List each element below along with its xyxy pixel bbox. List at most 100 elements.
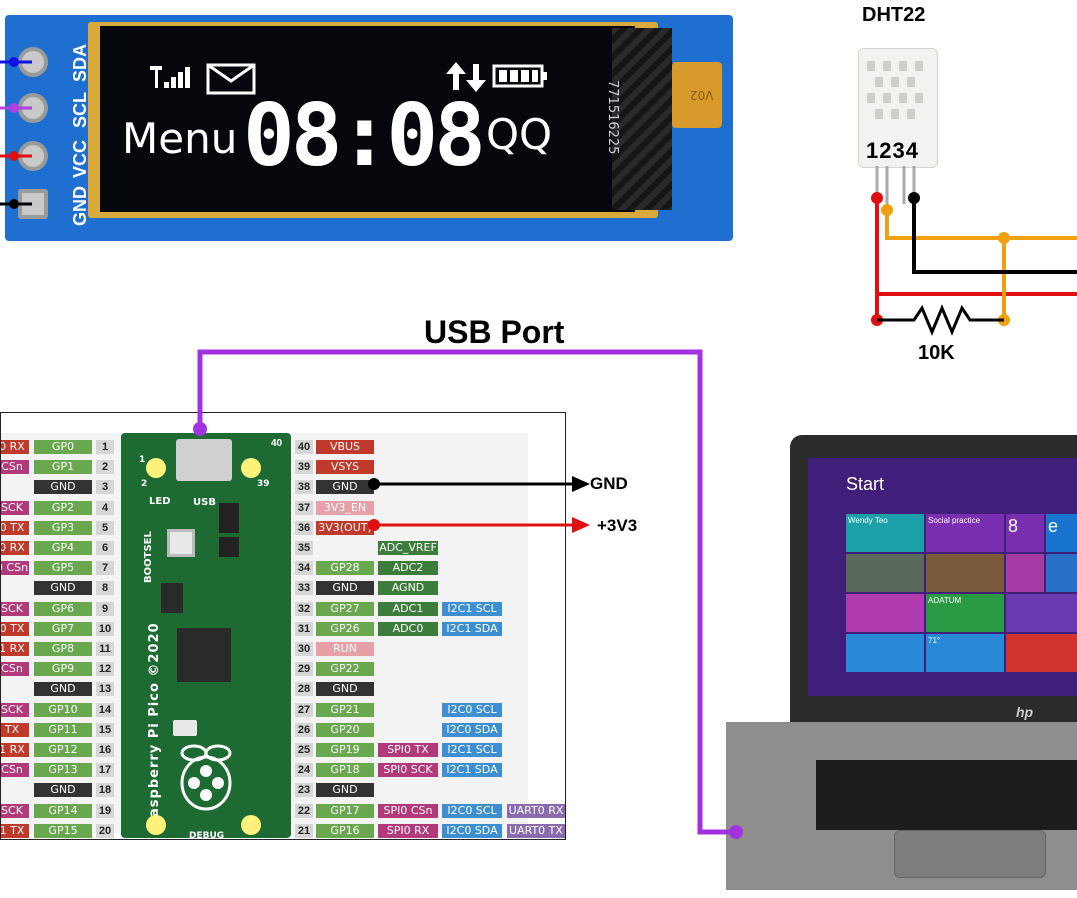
pin-alt-label: AGND bbox=[378, 581, 438, 595]
pin-number: 16 bbox=[96, 743, 114, 757]
pin-gpio-label: GND bbox=[316, 581, 374, 595]
pico-mount-hole bbox=[241, 458, 261, 478]
oled-clock: 08:08 bbox=[243, 86, 486, 186]
pin-function-label: 0 TX bbox=[1, 521, 29, 535]
dht-gnd-wire bbox=[912, 198, 1077, 274]
pin-number: 9 bbox=[96, 602, 114, 616]
usb-cable-end bbox=[729, 825, 743, 839]
pin-function-label: 1 RX bbox=[1, 743, 29, 757]
pin-gpio-label: GP16 bbox=[316, 824, 374, 838]
start-tile[interactable] bbox=[926, 554, 1004, 592]
pin-i2c-label: I2C1 SDA bbox=[442, 763, 502, 777]
start-tile[interactable] bbox=[846, 594, 924, 632]
start-tile[interactable]: 8 bbox=[1006, 514, 1044, 552]
pin-gpio-label: GP8 bbox=[34, 642, 92, 656]
pin-number: 14 bbox=[96, 703, 114, 717]
pin-alt-label: SPI0 SCK bbox=[378, 763, 438, 777]
pin-gpio-label: GP26 bbox=[316, 622, 374, 636]
pin-number: 20 bbox=[96, 824, 114, 838]
pin-function-label: 0 RX bbox=[1, 541, 29, 555]
start-tile[interactable]: 71° bbox=[926, 634, 1004, 672]
start-tile[interactable]: e bbox=[1046, 514, 1077, 552]
pin-i2c-label: I2C0 SCL bbox=[442, 703, 502, 717]
pin-alt-label: SPI0 TX bbox=[378, 743, 438, 757]
pin-function-label: CSn bbox=[1, 763, 29, 777]
hp-logo: hp bbox=[1016, 704, 1034, 720]
start-tile[interactable] bbox=[846, 554, 924, 592]
oled-ribbon-tab bbox=[672, 62, 722, 128]
pico-mount-hole bbox=[146, 458, 166, 478]
gnd-label: GND bbox=[590, 474, 628, 493]
pin-gpio-label: GP0 bbox=[34, 440, 92, 454]
pin-function-label: TX bbox=[1, 723, 29, 737]
pin-number: 11 bbox=[96, 642, 114, 656]
pin-gpio-label: GP15 bbox=[34, 824, 92, 838]
gnd-wire-dot bbox=[9, 199, 19, 209]
pico-corner-1: 1 bbox=[139, 455, 146, 465]
scl-wire-dot bbox=[9, 103, 19, 113]
pin-number: 1 bbox=[96, 440, 114, 454]
pin-function-label: SCK bbox=[1, 501, 29, 515]
sda-wire-dot bbox=[9, 57, 19, 67]
start-tile[interactable]: ADATUM bbox=[926, 594, 1004, 632]
pin-gpio-label: GP14 bbox=[34, 804, 92, 818]
battery-icon bbox=[492, 64, 547, 88]
start-tile[interactable] bbox=[1006, 634, 1077, 672]
pin-number: 18 bbox=[96, 783, 114, 797]
start-tile[interactable] bbox=[846, 634, 924, 672]
start-tile[interactable] bbox=[1006, 594, 1077, 632]
v33-label: +3V3 bbox=[597, 516, 638, 535]
pin-gpio-label: RUN bbox=[316, 642, 374, 656]
pico-usb-text: USB bbox=[193, 497, 216, 508]
pin-number: 40 bbox=[295, 440, 313, 454]
rp2040-chip bbox=[177, 628, 231, 682]
start-tile[interactable] bbox=[1006, 554, 1044, 592]
pin-function-label: SCK bbox=[1, 602, 29, 616]
start-tile[interactable]: Social practice bbox=[926, 514, 1004, 552]
start-tile[interactable]: Wendy Teo bbox=[846, 514, 924, 552]
pin-gpio-label: GP3 bbox=[34, 521, 92, 535]
pin-number: 26 bbox=[295, 723, 313, 737]
pin-i2c-label: I2C1 SCL bbox=[442, 602, 502, 616]
laptop-touchpad bbox=[894, 830, 1046, 878]
dht-junction bbox=[908, 192, 920, 204]
pin-gpio-label: GP6 bbox=[34, 602, 92, 616]
bootsel-button bbox=[167, 529, 195, 557]
pin-gpio-label: GP21 bbox=[316, 703, 374, 717]
pin-number: 37 bbox=[295, 501, 313, 515]
resistor-10k bbox=[877, 304, 1004, 336]
dht-junction bbox=[881, 204, 893, 216]
pico-board: USB LED 1 2 39 BOOTSEL DEBUG Raspberry P… bbox=[121, 433, 291, 839]
pico-mount-hole bbox=[241, 815, 261, 835]
pin-number: 10 bbox=[96, 622, 114, 636]
pin-gpio-label: 3V3_EN bbox=[316, 501, 374, 515]
pin-function-label: 1 TX bbox=[1, 824, 29, 838]
mail-icon bbox=[206, 63, 256, 95]
pico-corner-40: 40 bbox=[271, 438, 283, 449]
pin-gpio-label: GP13 bbox=[34, 763, 92, 777]
pin-number: 36 bbox=[295, 521, 313, 535]
pin-uart-label: UART0 RX bbox=[507, 804, 565, 818]
pin-number: 15 bbox=[96, 723, 114, 737]
usb-port-label: USB Port bbox=[424, 314, 565, 350]
oled-ribbon-cable bbox=[612, 28, 672, 210]
pico-component bbox=[173, 720, 197, 736]
pin-number: 7 bbox=[96, 561, 114, 575]
pin-i2c-label: I2C0 SCL bbox=[442, 804, 502, 818]
pico-chip-small bbox=[219, 503, 239, 533]
pin-gpio-label: GP9 bbox=[34, 662, 92, 676]
pin-number: 34 bbox=[295, 561, 313, 575]
oled-menu-text: Menu bbox=[122, 114, 238, 163]
dht-junction bbox=[998, 232, 1010, 244]
pin-gpio-label: GND bbox=[34, 480, 92, 494]
pin-number: 3 bbox=[96, 480, 114, 494]
usb-cable bbox=[197, 349, 740, 835]
oled-screen bbox=[100, 26, 635, 212]
pin-number: 2 bbox=[96, 460, 114, 474]
pin-gpio-label: GP27 bbox=[316, 602, 374, 616]
pico-corner-2: 2 bbox=[141, 479, 148, 489]
start-tile[interactable] bbox=[1046, 554, 1077, 592]
pico-led-text: LED bbox=[149, 496, 171, 507]
